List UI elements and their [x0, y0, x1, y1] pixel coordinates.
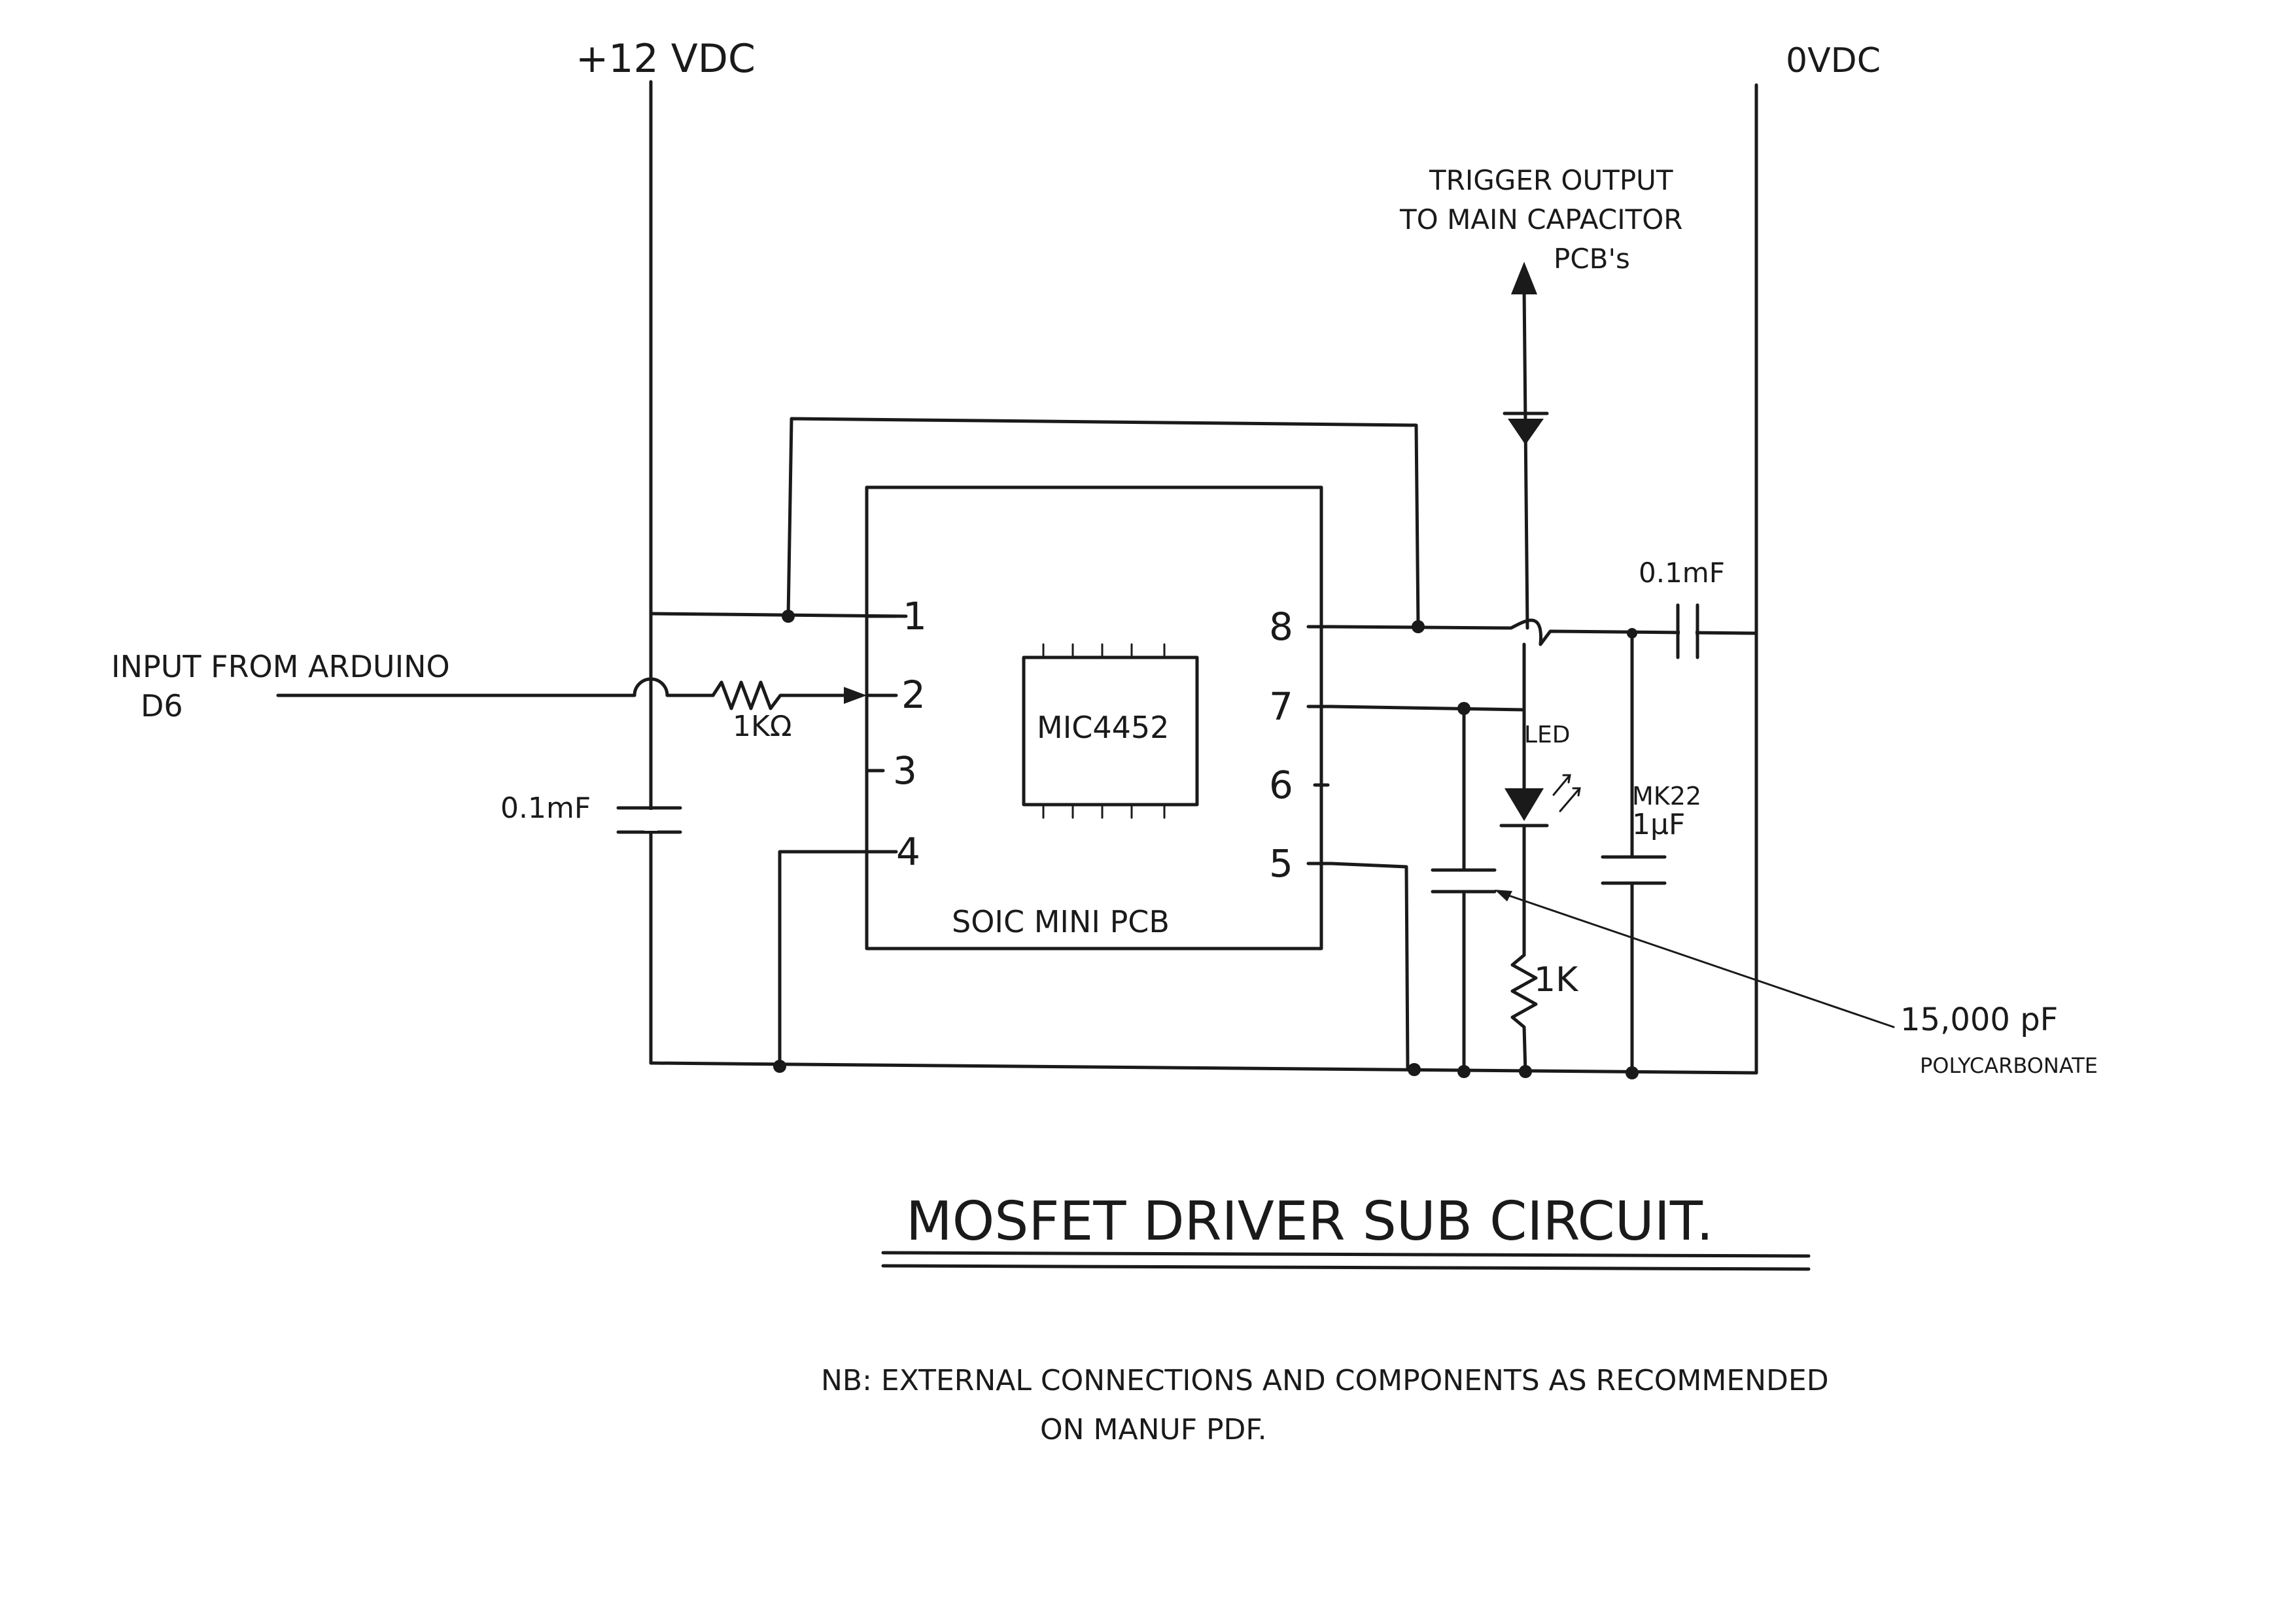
pin8-output-wire	[1329, 618, 1758, 646]
pin-8-label: 8	[1269, 604, 1293, 649]
pin4-ground-wire	[778, 850, 869, 1068]
note-line2: ON MANUF PDF.	[1040, 1413, 1267, 1446]
pin-2-label: 2	[901, 672, 926, 717]
chip-top-pins	[1042, 643, 1166, 659]
title-underline-1	[881, 1251, 1811, 1258]
pin1-wire	[649, 612, 908, 618]
trigger-output-wire	[1522, 286, 1529, 630]
pin2-arrow-icon	[844, 687, 867, 704]
junction-dot	[1412, 620, 1425, 633]
junction-dot	[1519, 1065, 1532, 1078]
pin7-wire	[1329, 705, 1526, 712]
junction-dot	[1626, 1066, 1639, 1079]
bottom-ground-bus	[649, 1061, 1758, 1075]
trigger-arrow-icon	[1511, 262, 1537, 294]
positive-rail-label: +12 VDC	[576, 36, 756, 82]
poly-cap-pointer	[1500, 892, 1895, 1028]
trigger-diode-icon	[1508, 419, 1544, 445]
ground-rail-label: 0VDC	[1786, 41, 1881, 80]
junction-dot	[1457, 1065, 1470, 1078]
mic4452-chip	[1022, 655, 1199, 807]
chip-label: MIC4452	[1037, 710, 1169, 745]
mk22-label-line2: 1μF	[1632, 808, 1685, 841]
pin-4-label: 4	[896, 829, 920, 874]
led-resistor-label: 1K	[1534, 960, 1579, 1000]
poly-cap-label-line2: POLYCARBONATE	[1920, 1053, 2098, 1078]
trigger-label-line1: TRIGGER OUTPUT	[1429, 164, 1673, 196]
note-line1: NB: EXTERNAL CONNECTIONS AND COMPONENTS …	[821, 1364, 1829, 1397]
trigger-label-line3: PCB's	[1554, 243, 1630, 275]
input-label-line2: D6	[141, 688, 183, 724]
pin-7-label: 7	[1269, 684, 1293, 729]
chip-bottom-pins	[1042, 803, 1166, 819]
diagram-title: MOSFET DRIVER SUB CIRCUIT.	[906, 1191, 1713, 1253]
pin1-pin8-loop-wire	[786, 417, 1420, 629]
poly-cap-label-line1: 15,000 pF	[1900, 1002, 2058, 1038]
led-label: LED	[1524, 722, 1571, 748]
pcb-label: SOIC MINI PCB	[952, 904, 1170, 939]
junction-dot	[1627, 628, 1637, 638]
input-resistor-label: 1KΩ	[733, 710, 791, 743]
pin-3-label: 3	[893, 748, 917, 793]
input-resistor	[711, 680, 852, 710]
junction-dot	[1408, 1063, 1421, 1076]
input-wire	[276, 677, 715, 697]
led-light-arrows-icon	[1552, 774, 1581, 812]
pin-1-label: 1	[903, 594, 927, 638]
pin5-ground-wire	[1329, 862, 1410, 1070]
cap-top-label: 0.1mF	[1639, 557, 1725, 589]
input-cap-label: 0.1mF	[500, 792, 591, 825]
led-icon	[1505, 788, 1544, 821]
pin-5-label: 5	[1269, 841, 1293, 886]
soic-pcb-outline	[865, 485, 1323, 951]
input-label-line1: INPUT FROM ARDUINO	[111, 649, 450, 684]
trigger-label-line2: TO MAIN CAPACITOR	[1399, 203, 1683, 236]
mk22-label-line1: MK22	[1632, 782, 1701, 811]
pin-6-label: 6	[1269, 763, 1293, 807]
led-resistor	[1510, 953, 1538, 1075]
title-underline-2	[881, 1264, 1811, 1271]
junction-dot	[773, 1060, 786, 1073]
